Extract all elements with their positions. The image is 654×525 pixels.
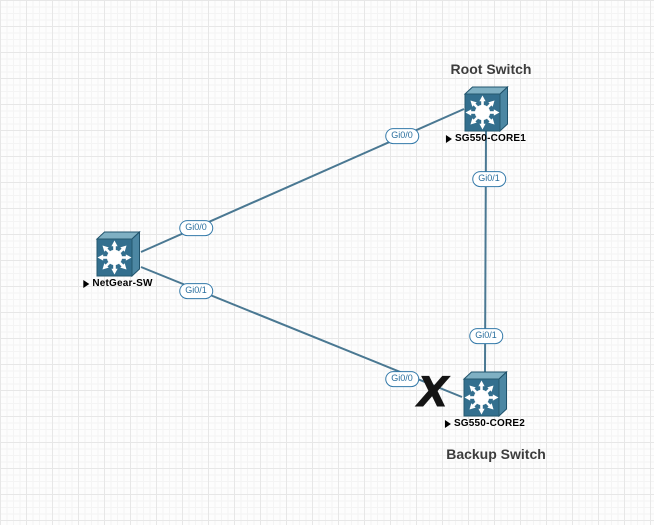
device-sg550-core2[interactable]: SG550-CORE2 [444,371,525,429]
port-label-netgear-sw-gi0-1[interactable]: Gi0/1 [179,283,213,299]
port-label-sg550-core1-gi0-0[interactable]: Gi0/0 [385,128,419,144]
annotation-backup-switch[interactable]: Backup Switch [446,446,546,462]
ethernet-switch-icon[interactable] [95,231,141,277]
port-label-sg550-core2-gi0-0[interactable]: Gi0/0 [385,371,419,387]
device-label-netgear-sw[interactable]: NetGear-SW [83,278,152,289]
device-label-sg550-core2[interactable]: SG550-CORE2 [444,418,526,429]
device-name: SG550-CORE1 [454,133,527,144]
ethernet-switch-icon[interactable] [462,371,508,417]
device-started-play-icon [445,134,452,143]
port-label-sg550-core1-gi0-1[interactable]: Gi0/1 [472,171,506,187]
device-name: SG550-CORE2 [453,418,526,429]
device-name: NetGear-SW [92,278,153,289]
device-sg550-core1[interactable]: SG550-CORE1 [445,86,526,144]
port-label-sg550-core2-gi0-1[interactable]: Gi0/1 [469,328,503,344]
blocked-port-x-marker: X [416,367,450,417]
device-started-play-icon [444,419,451,428]
device-netgear-sw[interactable]: NetGear-SW [83,231,152,289]
device-label-sg550-core1[interactable]: SG550-CORE1 [445,133,527,144]
port-label-netgear-sw-gi0-0[interactable]: Gi0/0 [179,220,213,236]
device-started-play-icon [83,279,90,288]
annotation-root-switch[interactable]: Root Switch [450,61,532,77]
ethernet-switch-icon[interactable] [463,86,509,132]
